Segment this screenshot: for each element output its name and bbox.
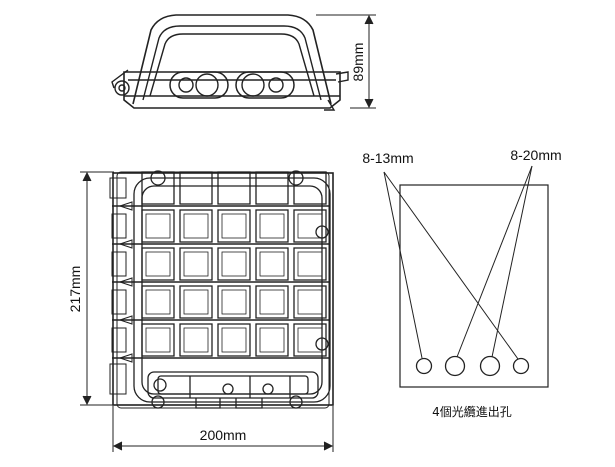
- width-dimension: [112, 406, 334, 452]
- small-port-2: [512, 357, 530, 375]
- height-dimension-label: 89mm: [350, 43, 366, 82]
- height-dimension: [316, 14, 376, 109]
- length-dimension: [80, 171, 114, 406]
- length-dimension-label: 217mm: [67, 266, 83, 313]
- ports-caption: 4個光纜進出孔: [432, 405, 512, 419]
- small-port-label: 8-13mm: [362, 150, 413, 166]
- cell-grid: [141, 171, 327, 357]
- large-port-label: 8-20mm: [510, 147, 561, 163]
- top-view: [109, 170, 334, 409]
- port-layout-diagram: [383, 165, 549, 388]
- width-dimension-label: 200mm: [200, 427, 247, 443]
- large-port-2: [479, 355, 501, 377]
- large-port-1: [444, 355, 466, 377]
- small-port-1: [415, 357, 433, 375]
- side-view: [111, 14, 349, 111]
